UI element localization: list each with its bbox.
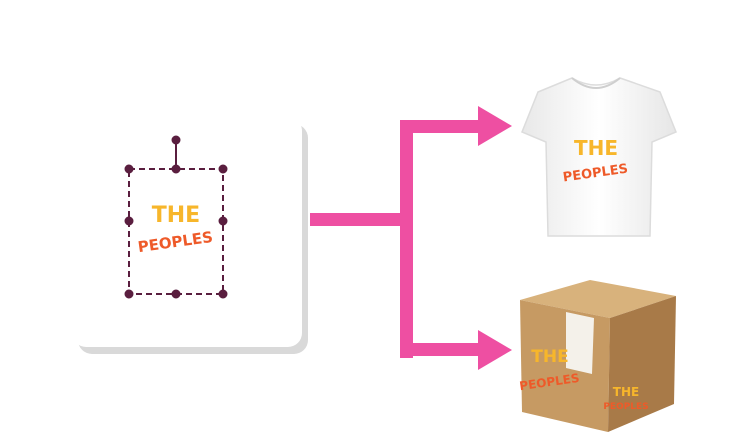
resize-handle-left[interactable] <box>124 216 134 226</box>
resize-handle-right[interactable] <box>218 216 228 226</box>
arrow-stem <box>310 213 406 226</box>
box-front-logo-line1: THE <box>531 347 568 367</box>
box-mockup: THE PEOPLES THE PEOPLES <box>519 280 676 432</box>
box-side-logo-line1: THE <box>613 385 639 399</box>
tshirt-logo-line1: THE <box>574 136 618 160</box>
logo-line1: THE <box>152 203 200 228</box>
box-top <box>520 280 676 318</box>
arrow-upper-head <box>478 106 512 146</box>
tshirt-mockup: THE PEOPLES <box>521 77 677 237</box>
resize-handle-top-right[interactable] <box>218 164 228 174</box>
arrow-lower-head <box>478 330 512 370</box>
tshirt-collar <box>571 77 621 89</box>
arrow-trunk <box>400 120 413 358</box>
box-side <box>608 296 676 432</box>
resize-handle-bottom-right[interactable] <box>218 289 228 299</box>
box-label <box>566 312 594 374</box>
resize-handle-top-left[interactable] <box>124 164 134 174</box>
resize-handle-bottom-left[interactable] <box>124 289 134 299</box>
branch-arrow <box>310 106 512 370</box>
resize-handle-top[interactable] <box>171 164 181 174</box>
arrow-lower-shaft <box>400 343 482 356</box>
arrow-upper-shaft <box>400 120 482 133</box>
box-side-logo-line2: PEOPLES <box>603 402 648 412</box>
selection-box[interactable] <box>124 135 228 299</box>
resize-handle-bottom[interactable] <box>171 289 181 299</box>
rotate-handle[interactable] <box>171 135 181 145</box>
